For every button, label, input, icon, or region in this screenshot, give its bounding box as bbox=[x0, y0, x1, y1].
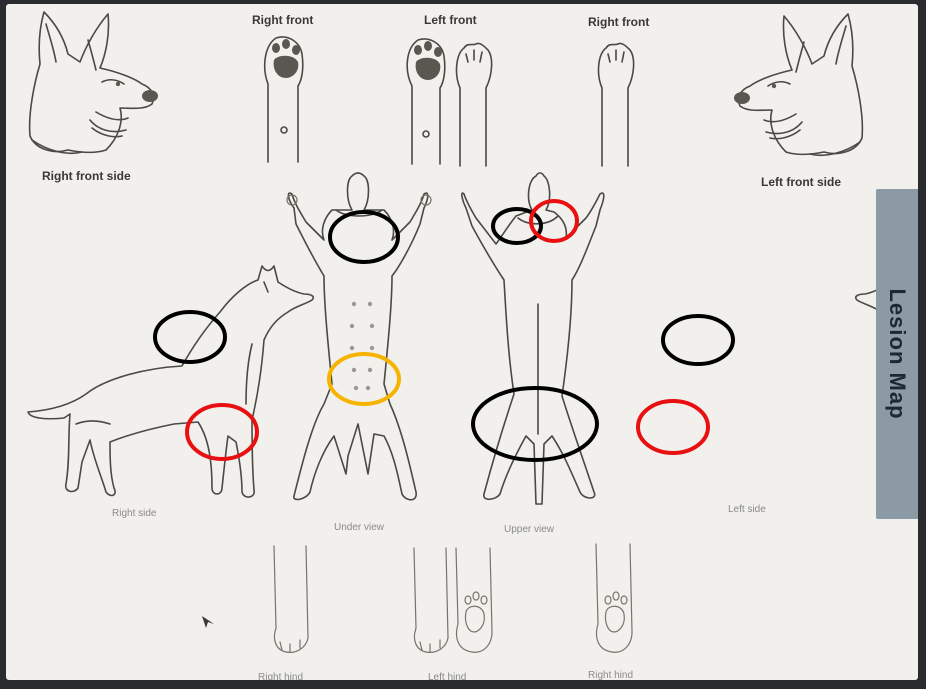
lesion-map-diagram: Right front side Left front side Right f… bbox=[6, 4, 918, 680]
label-right-side: Right side bbox=[112, 508, 157, 519]
right-front-paw-top-drawing bbox=[599, 43, 634, 166]
right-hind-paw-pads-drawing bbox=[596, 544, 632, 652]
label-left-hind: Left hind bbox=[428, 672, 466, 680]
under-view-drawing bbox=[287, 173, 431, 500]
label-right-hind-1: Right hind bbox=[258, 672, 303, 680]
right-front-side-head-drawing bbox=[30, 12, 158, 153]
label-right-hind-2: Right hind bbox=[588, 670, 633, 680]
left-hind-paw-top-drawing bbox=[414, 548, 448, 652]
label-left-side: Left side bbox=[728, 504, 766, 515]
lesion-map-tab[interactable]: Lesion Map bbox=[876, 189, 918, 519]
lesion-marker-under-abdomen bbox=[329, 354, 399, 404]
lesion-marker-right-shoulder bbox=[155, 312, 225, 362]
right-front-paw-pads-drawing bbox=[265, 37, 303, 162]
lesion-marker-under-neck bbox=[330, 212, 398, 262]
lesion-map-title: Lesion Map bbox=[884, 288, 910, 419]
lesion-marker-right-rear-leg bbox=[187, 405, 257, 459]
label-under-view: Under view bbox=[334, 522, 385, 533]
label-upper-view: Upper view bbox=[504, 524, 555, 535]
lesion-marker-left-rear-leg bbox=[638, 401, 708, 453]
left-hind-paw-pads-drawing bbox=[456, 548, 492, 652]
right-side-dog-drawing bbox=[28, 266, 313, 497]
pointer-arrow-icon bbox=[202, 616, 214, 628]
lesion-markers bbox=[155, 201, 733, 460]
label-left-front: Left front bbox=[424, 13, 477, 27]
lesion-marker-upper-hips bbox=[473, 388, 597, 460]
lesion-marker-left-shoulder bbox=[663, 316, 733, 364]
right-hind-paw-drawing bbox=[274, 546, 308, 652]
label-right-front-side: Right front side bbox=[42, 169, 131, 183]
lesion-map-sheet: Right front side Left front side Right f… bbox=[6, 4, 918, 680]
left-front-paw-pads-drawing bbox=[407, 39, 445, 164]
label-right-front-2: Right front bbox=[588, 15, 649, 29]
left-front-paw-top-drawing bbox=[457, 43, 492, 166]
left-front-side-head-drawing bbox=[734, 14, 862, 155]
label-left-front-side: Left front side bbox=[761, 175, 841, 189]
label-right-front-1: Right front bbox=[252, 13, 313, 27]
